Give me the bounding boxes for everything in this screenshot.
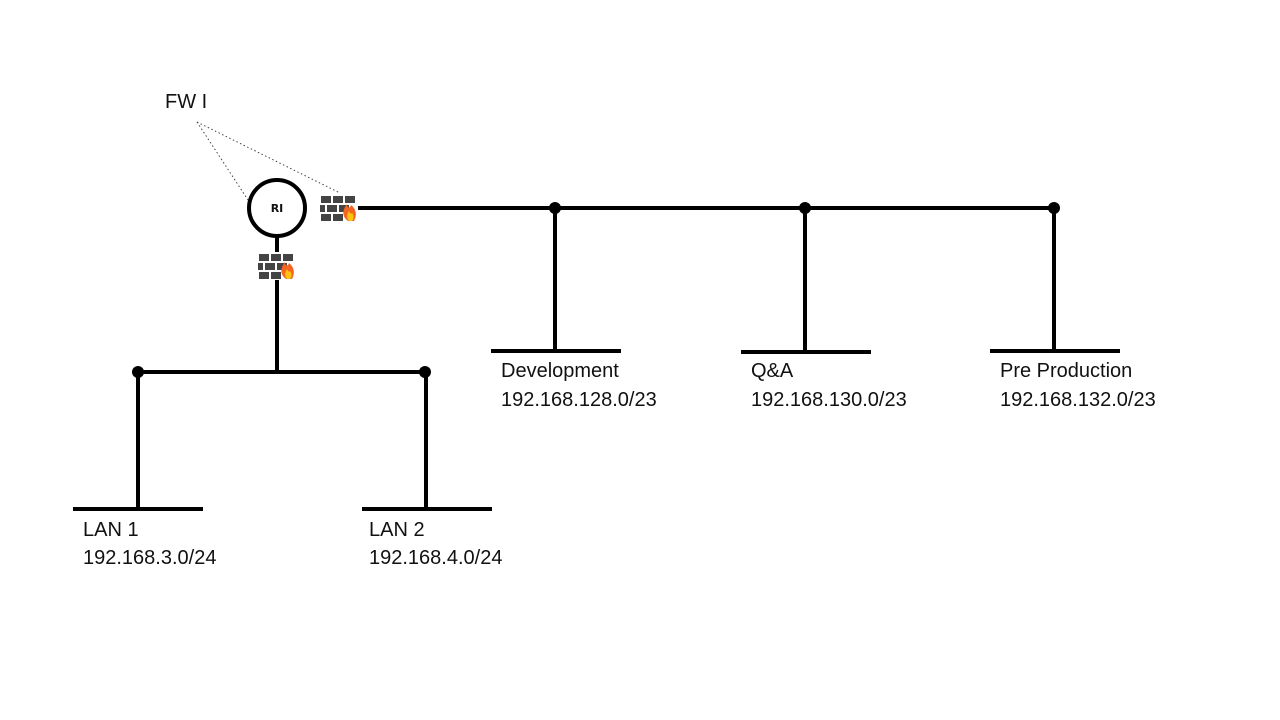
lan2-subnet: 192.168.4.0/24 <box>369 547 502 569</box>
callout-line-router-firewall <box>196 121 249 201</box>
lan1-subnet: 192.168.3.0/24 <box>83 547 216 569</box>
preproduction-subnet: 192.168.132.0/23 <box>1000 389 1156 411</box>
qa-junction-dot <box>799 202 811 214</box>
callout-line-backbone-firewall <box>196 121 341 194</box>
firewall-icon <box>320 195 358 221</box>
development-subnet: 192.168.128.0/23 <box>501 389 657 411</box>
firewall-label: FW I <box>165 91 207 113</box>
development-name: Development <box>501 360 619 382</box>
preproduction-name: Pre Production <box>1000 360 1132 382</box>
router-label: RI <box>271 202 284 215</box>
preproduction-junction-dot <box>1048 202 1060 214</box>
qa-name: Q&A <box>751 360 794 382</box>
router-icon: RI <box>247 178 307 238</box>
development-junction-dot <box>549 202 561 214</box>
lan1-name: LAN 1 <box>83 519 139 541</box>
lan2-name: LAN 2 <box>369 519 425 541</box>
lan2-junction-dot <box>419 366 431 378</box>
firewall-icon <box>258 253 296 279</box>
qa-subnet: 192.168.130.0/23 <box>751 389 907 411</box>
lan1-junction-dot <box>132 366 144 378</box>
